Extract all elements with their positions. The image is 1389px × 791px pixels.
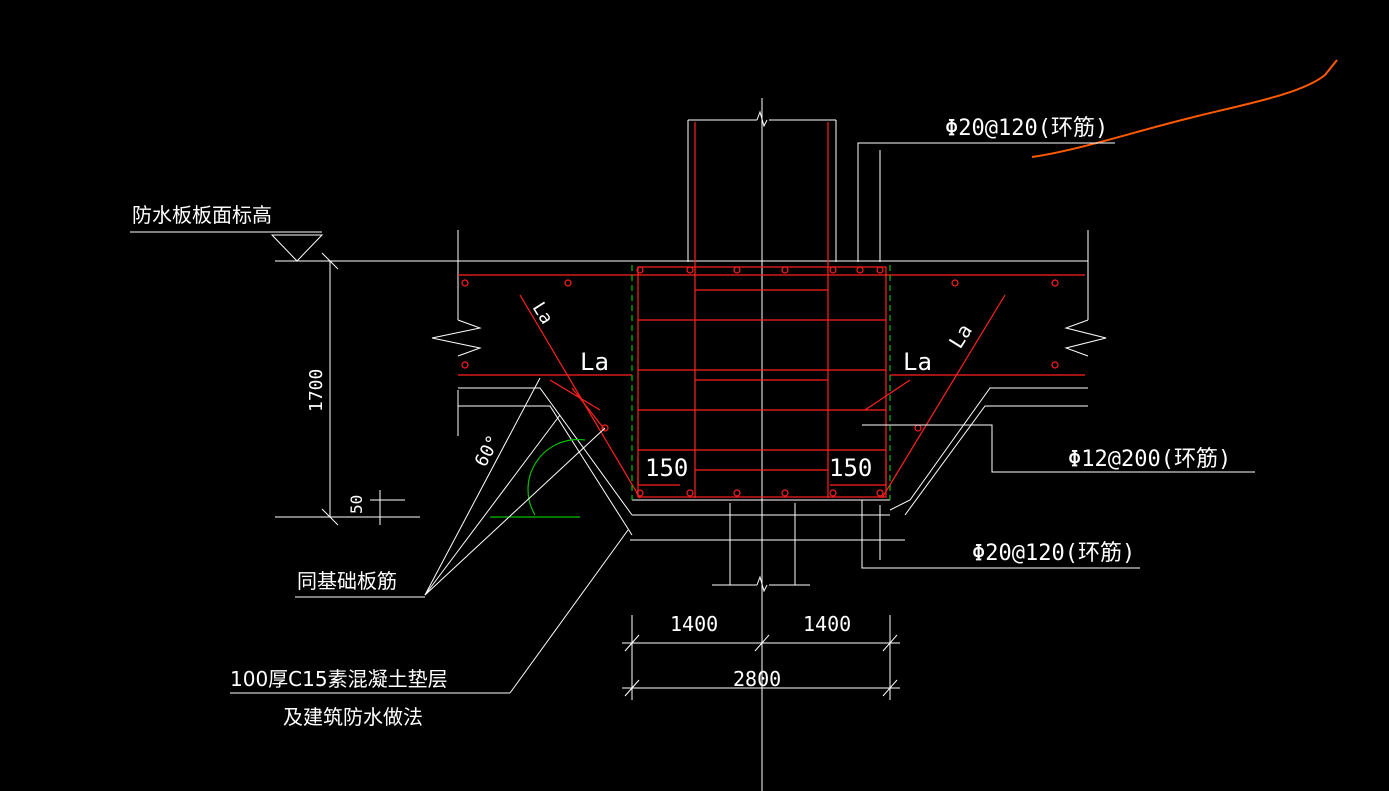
label-la-right-diagonal: La [944, 319, 977, 352]
label-top-slab-elevation: 防水板板面标高 [132, 203, 272, 227]
label-rebar-top: Φ20@120(环筋) [945, 116, 1108, 141]
label-dim-1400-left: 1400 [670, 612, 718, 636]
label-cushion-line1: 100厚C15素混凝土垫层 [230, 667, 448, 691]
rebar-lines [458, 122, 1085, 499]
label-rebar-mid: Φ12@200(环筋) [1068, 447, 1231, 472]
label-same-as-slab-rebar: 同基础板筋 [297, 569, 397, 593]
label-rebar-bottom: Φ20@120(环筋) [972, 541, 1135, 566]
label-dim-1400-right: 1400 [803, 612, 851, 636]
label-dim-50: 50 [347, 495, 366, 514]
label-angle-60: 60° [471, 432, 505, 471]
leaders-and-dimensions [130, 142, 1255, 700]
label-la-left: La [580, 348, 609, 376]
label-cushion-line2: 及建筑防水做法 [283, 705, 423, 729]
label-la-left-diagonal: La [528, 299, 557, 329]
concrete-outline [275, 98, 1107, 791]
orange-markup-stroke [1031, 59, 1338, 158]
label-dim-1700: 1700 [306, 369, 327, 412]
label-dim-2800: 2800 [733, 667, 781, 691]
label-la-right: La [903, 348, 932, 376]
rebar-dots [461, 266, 1059, 497]
label-dim-150-left: 150 [645, 454, 688, 482]
label-dim-150-right: 150 [829, 454, 872, 482]
green-hatch [490, 265, 891, 518]
